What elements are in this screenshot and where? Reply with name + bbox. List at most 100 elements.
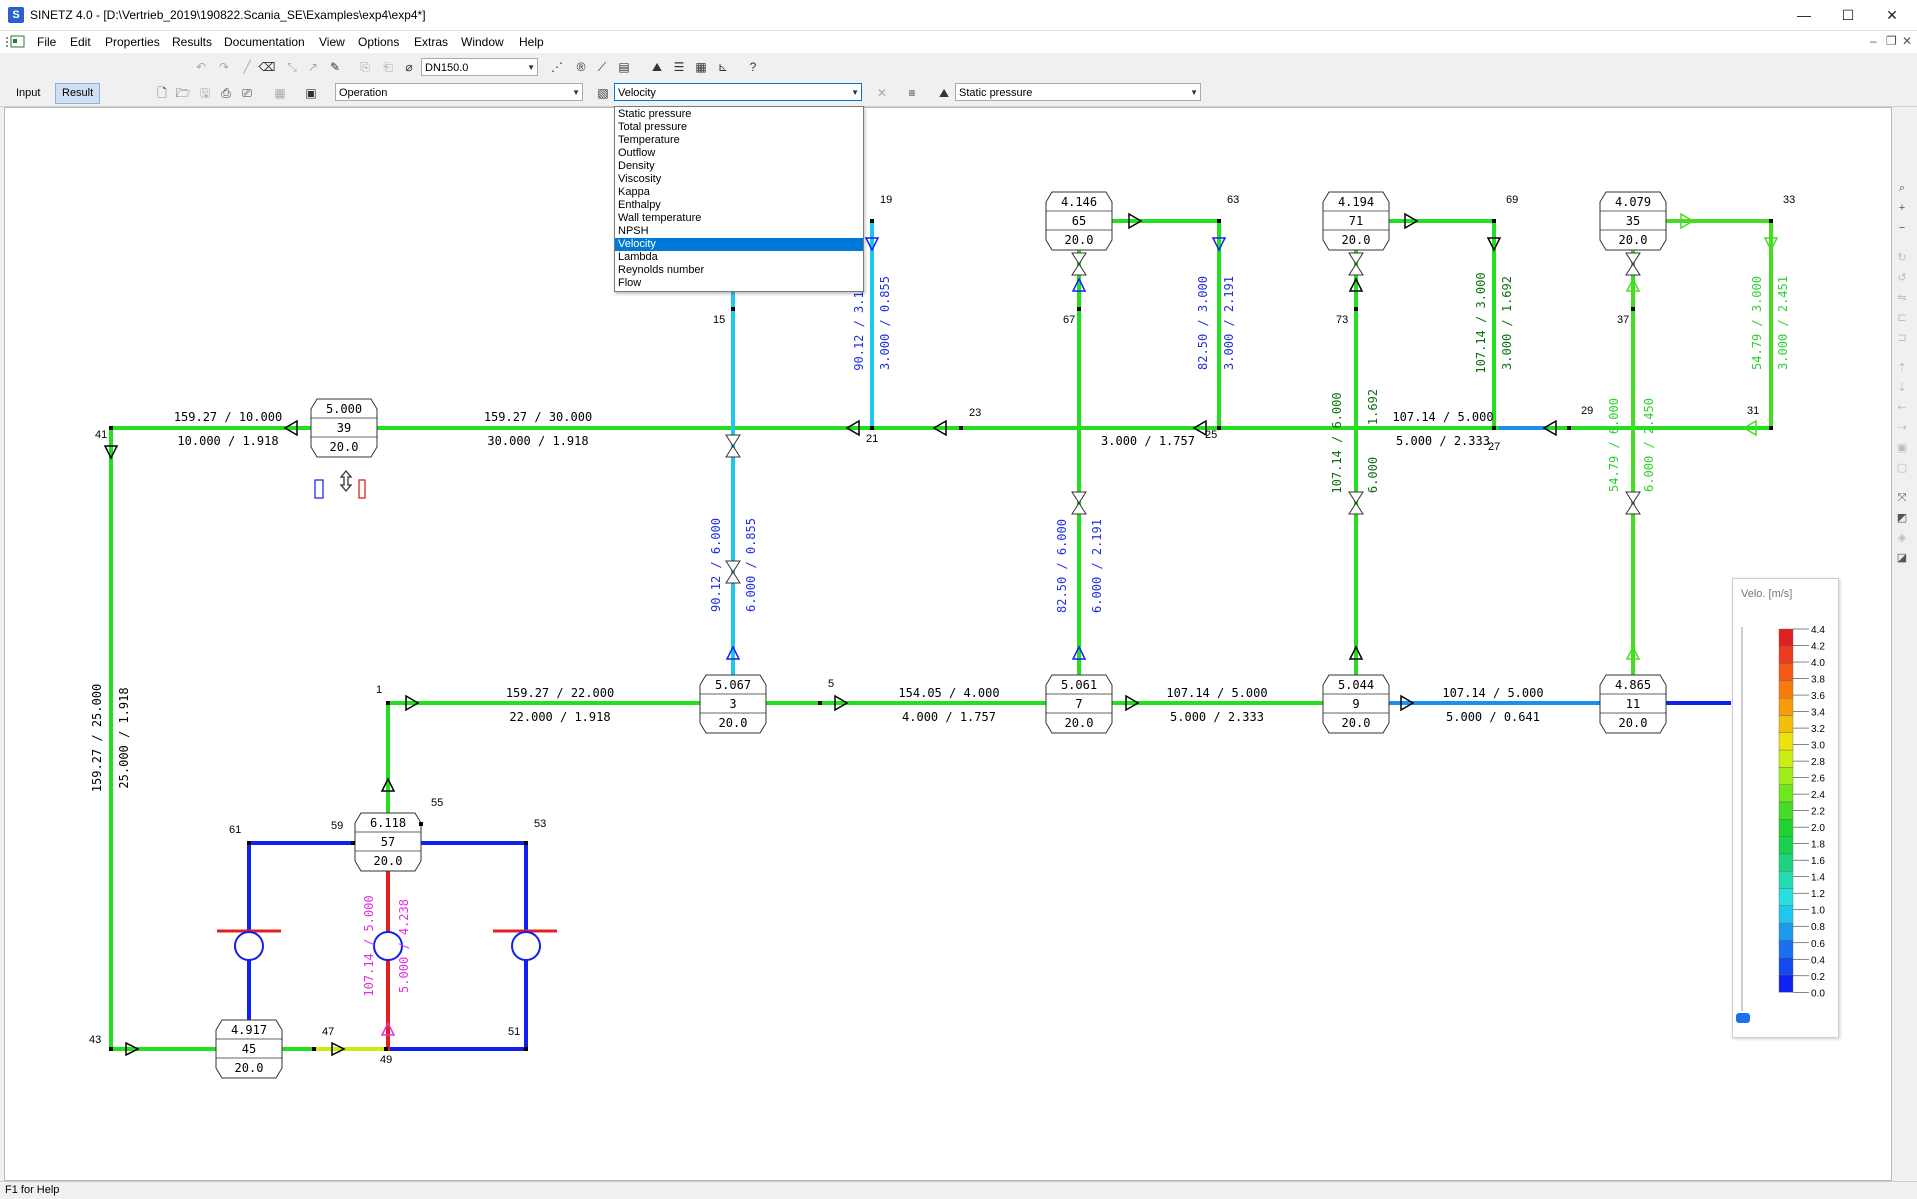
export-icon[interactable]: ◪ xyxy=(1896,552,1908,564)
junction-point[interactable]: 43 xyxy=(89,1034,113,1051)
align-left-icon[interactable]: ⊏ xyxy=(1897,312,1907,324)
junction-point[interactable]: 47 xyxy=(312,1026,334,1051)
valve-register-icon[interactable]: ® xyxy=(576,60,586,74)
copy-icon[interactable]: ⎘ xyxy=(360,60,370,74)
rotate-back-icon[interactable]: ↺ xyxy=(1897,272,1907,284)
child-close-button[interactable]: ✕ xyxy=(1902,34,1913,48)
second-value-select[interactable]: Static pressure▼ xyxy=(955,83,1201,101)
move-down-icon[interactable]: ⇣ xyxy=(1897,382,1907,394)
draw-pipe-icon[interactable]: ╱ xyxy=(243,60,251,74)
junction-point[interactable]: 1 xyxy=(376,684,390,705)
result-mode-tab[interactable]: Result xyxy=(55,83,101,104)
grid-icon[interactable]: ▦ xyxy=(695,60,707,74)
junction-point[interactable]: 59 xyxy=(331,820,355,845)
zoom-in-icon[interactable]: + xyxy=(1898,202,1906,214)
dropdown-option[interactable]: Viscosity xyxy=(618,173,662,185)
junction-point[interactable]: 49 xyxy=(380,1047,392,1066)
junction-point[interactable]: 33 xyxy=(1769,194,1795,223)
clear-icon[interactable]: ✕ xyxy=(876,86,888,100)
move-right-icon[interactable]: ⇢ xyxy=(1897,422,1907,434)
open-folder-icon[interactable]: 🗁 xyxy=(175,86,191,100)
pipe-size-select[interactable]: DN150.0▼ xyxy=(421,58,538,76)
dropdown-option[interactable]: Kappa xyxy=(618,186,650,198)
junction-point[interactable]: 15 xyxy=(713,307,735,326)
zoom-search-icon[interactable]: ⌕ xyxy=(1898,182,1906,194)
arrow-icon[interactable]: ↗ xyxy=(307,60,319,74)
color-legend-icon[interactable]: ▧ xyxy=(597,86,609,100)
save-results-icon[interactable]: ▣ xyxy=(305,86,317,100)
move-up-icon[interactable]: ⇡ xyxy=(1897,362,1907,374)
dropdown-option[interactable]: Enthalpy xyxy=(618,199,661,211)
menu-options[interactable]: Options xyxy=(358,35,400,49)
shield-icon[interactable]: ◈ xyxy=(1897,532,1907,544)
pipette-icon[interactable]: ✎ xyxy=(329,60,341,74)
window-list-icon[interactable]: ▤ xyxy=(618,60,630,74)
help-pointer-icon[interactable]: ? xyxy=(749,60,757,74)
connect-icon[interactable]: ⤡ xyxy=(287,60,297,74)
ungroup-icon[interactable]: ▢ xyxy=(1896,462,1908,474)
fit-view-icon[interactable]: ⤧ xyxy=(1897,492,1907,504)
dropdown-option[interactable]: Flow xyxy=(618,277,642,289)
menu-results[interactable]: Results xyxy=(172,35,213,49)
junction-point[interactable]: 61 xyxy=(229,824,251,845)
junction-point[interactable]: 67 xyxy=(1063,307,1081,326)
dropdown-option[interactable]: Static pressure xyxy=(618,108,692,120)
legend-slider-thumb[interactable] xyxy=(1736,1013,1750,1023)
line-tool-icon[interactable]: ⟋ xyxy=(597,60,607,74)
minimize-button[interactable]: — xyxy=(1797,7,1811,23)
diameter-icon[interactable]: ⌀ xyxy=(405,60,413,74)
document-menu-icon[interactable] xyxy=(4,34,26,50)
group-icon[interactable]: ▣ xyxy=(1896,442,1908,454)
mirror-icon[interactable]: ⇋ xyxy=(1897,292,1907,304)
junction-point[interactable]: 21 xyxy=(866,426,878,445)
fitting-icon[interactable]: ⋰ xyxy=(551,60,563,74)
junction-point[interactable]: 27 xyxy=(1488,426,1500,453)
dropdown-option[interactable]: Lambda xyxy=(618,251,658,263)
menu-edit[interactable]: Edit xyxy=(70,35,91,49)
dropdown-option[interactable]: Temperature xyxy=(618,134,680,146)
print-icon[interactable]: ⎙ xyxy=(221,86,231,100)
profile-icon[interactable]: ⛰ xyxy=(938,86,950,100)
junction-point[interactable]: 37 xyxy=(1617,307,1635,326)
paste-icon[interactable]: ⎗ xyxy=(383,60,393,74)
junction-point[interactable]: 31 xyxy=(1747,405,1773,430)
child-restore-button[interactable]: ❐ xyxy=(1886,34,1897,48)
menu-help[interactable]: Help xyxy=(519,35,544,49)
operation-select[interactable]: Operation▼ xyxy=(335,83,583,101)
dropdown-option[interactable]: Velocity xyxy=(615,238,863,251)
junction-point[interactable]: 73 xyxy=(1336,307,1358,326)
eraser-icon[interactable]: ⌫ xyxy=(258,60,276,74)
display-value-select[interactable]: Velocity▼ xyxy=(614,83,862,101)
maximize-button[interactable]: ☐ xyxy=(1841,7,1855,23)
new-file-icon[interactable]: 🗋 xyxy=(157,86,167,100)
dropdown-option[interactable]: Density xyxy=(618,160,655,172)
calculator-icon[interactable]: ▦ xyxy=(274,86,286,100)
legend-slider-track[interactable] xyxy=(1741,627,1743,1011)
print-preview-icon[interactable]: ⎚ xyxy=(242,86,252,100)
junction-point[interactable]: 5 xyxy=(818,678,834,705)
menu-documentation[interactable]: Documentation xyxy=(224,35,305,49)
menu-view[interactable]: View xyxy=(319,35,345,49)
menu-extras[interactable]: Extras xyxy=(414,35,449,49)
junction-point[interactable]: 29 xyxy=(1567,405,1593,430)
junction-point[interactable]: 69 xyxy=(1492,194,1518,223)
junction-point[interactable]: 53 xyxy=(524,818,546,845)
list-icon[interactable]: ☰ xyxy=(673,60,685,74)
align-right-icon[interactable]: ⊐ xyxy=(1897,332,1907,344)
close-button[interactable]: ✕ xyxy=(1886,7,1898,23)
rotate-icon[interactable]: ↻ xyxy=(1897,252,1907,264)
dropdown-option[interactable]: Wall temperature xyxy=(618,212,702,224)
move-left-icon[interactable]: ⇠ xyxy=(1897,402,1907,414)
dropdown-option[interactable]: Reynolds number xyxy=(618,264,705,276)
junction-point[interactable]: 63 xyxy=(1217,194,1239,223)
